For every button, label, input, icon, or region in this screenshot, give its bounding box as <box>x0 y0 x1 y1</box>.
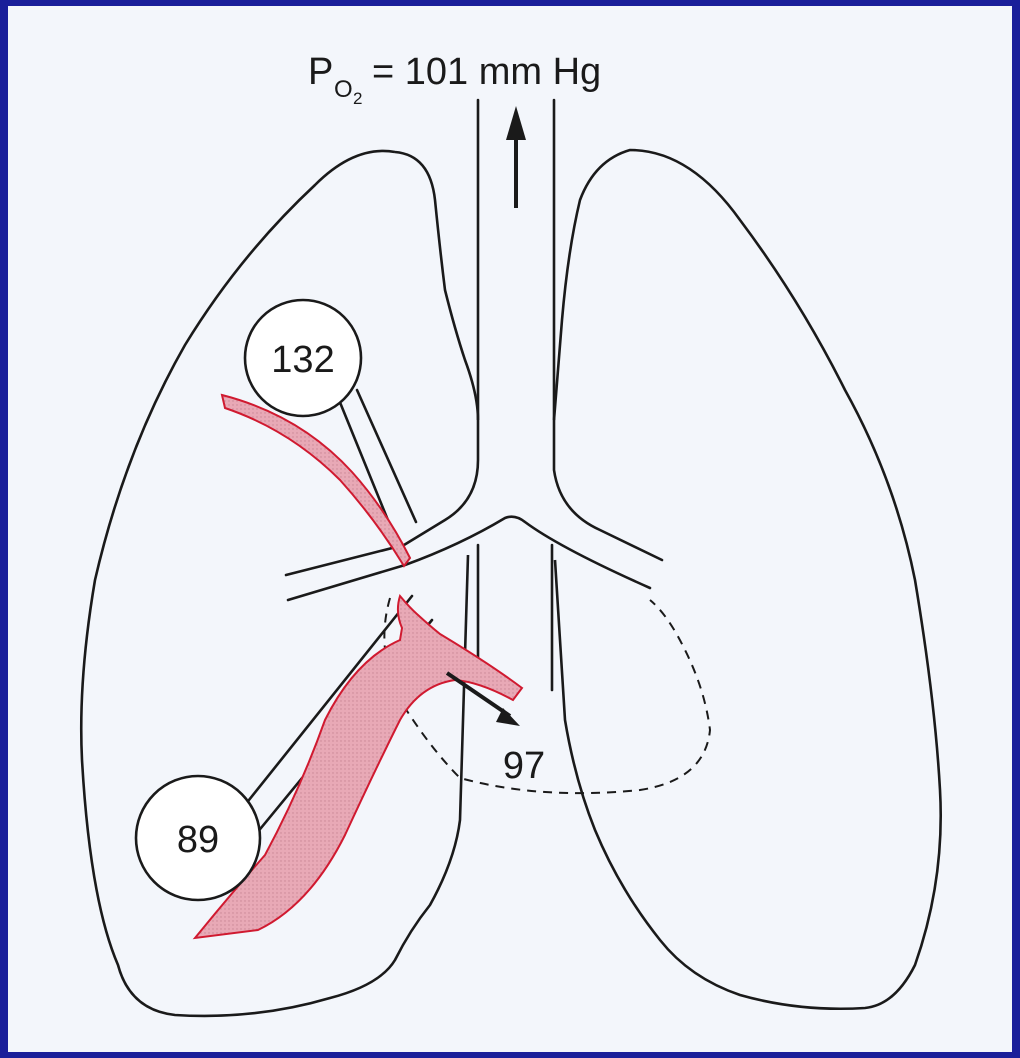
alveolus-upper-value: 132 <box>271 339 334 381</box>
title-subscript: O <box>334 76 353 103</box>
alveolus-upper: 132 <box>245 300 361 416</box>
title-symbol: P <box>308 51 333 93</box>
title-po2: P O 2 = 101 mm Hg <box>308 51 601 108</box>
trachea-right-wall <box>554 100 662 560</box>
lower-vessel <box>195 596 522 938</box>
right-lung-outline <box>554 150 941 1009</box>
alveolus-lower-value: 89 <box>177 819 219 861</box>
mixed-blood-value: 97 <box>503 745 545 787</box>
airflow-up-arrow <box>506 106 526 208</box>
title-subsubscript: 2 <box>353 89 362 108</box>
upper-vessel <box>222 395 410 566</box>
alveolus-lower: 89 <box>136 776 260 900</box>
title-value: = 101 mm Hg <box>372 51 601 93</box>
